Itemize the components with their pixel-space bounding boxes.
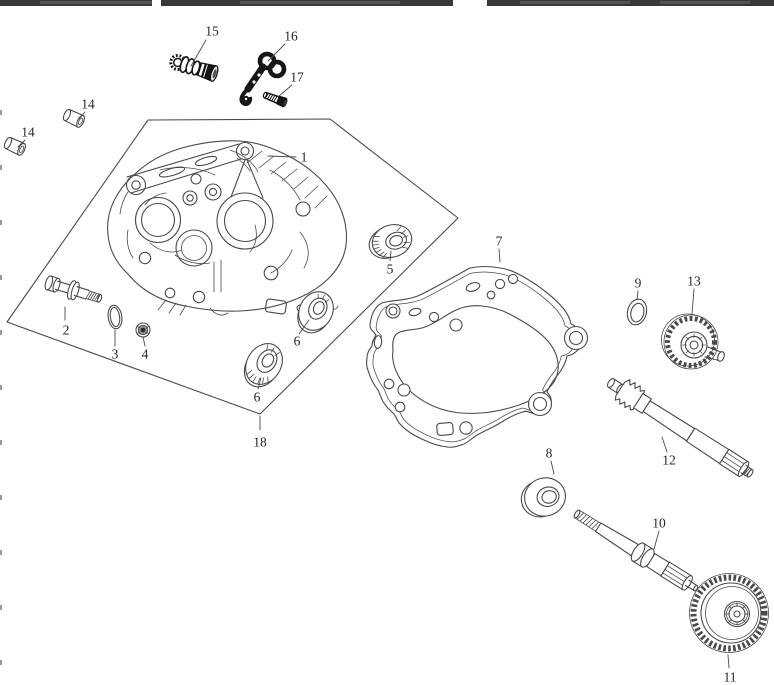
callout-label-16: 16 [284, 29, 298, 44]
callout-label-6-lower: 6 [254, 390, 261, 405]
page-edge-marks [0, 60, 2, 680]
callout-label-8: 8 [546, 446, 553, 461]
callout-label-6-upper: 6 [294, 334, 301, 349]
ball-bearing-upper-drawing [297, 291, 334, 334]
final-gear-drawing [689, 573, 769, 653]
output-shaft-drawing [573, 509, 699, 592]
callout-label-2: 2 [63, 323, 70, 338]
bushing-b-drawing [3, 136, 26, 156]
gasket-drawing [366, 265, 589, 448]
callout-label-14-a: 14 [81, 97, 95, 112]
group-outline-box [6, 118, 459, 415]
seal-ring-drawing [520, 477, 566, 518]
screw-drawing [262, 91, 288, 108]
counter-gear-drawing [661, 313, 725, 370]
callout-label-7: 7 [496, 234, 503, 249]
callout-label-13: 13 [687, 274, 701, 289]
washer-drawing [626, 298, 648, 326]
callout-label-15: 15 [205, 24, 219, 39]
callout-label-14-b: 14 [21, 125, 35, 140]
needle-bearing-drawing [368, 224, 413, 259]
drive-shaft-drawing [606, 378, 754, 478]
link-hook-drawing [239, 51, 287, 107]
bolt-drawing [44, 275, 103, 303]
callout-label-9: 9 [635, 276, 642, 291]
callout-labels: 1 2 3 4 5 6 6 7 8 9 10 11 12 13 14 14 15… [21, 24, 736, 685]
nut-drawing [135, 322, 151, 338]
callout-label-17: 17 [290, 70, 304, 85]
callout-label-1: 1 [301, 150, 308, 165]
geared-shaft-drawing [169, 53, 219, 82]
bushing-a-drawing [62, 108, 85, 128]
callout-label-4: 4 [142, 347, 149, 362]
callout-label-10: 10 [652, 516, 666, 531]
callout-label-11: 11 [724, 670, 737, 685]
ball-bearing-lower-drawing [243, 343, 283, 388]
callout-label-3: 3 [112, 347, 119, 362]
callout-label-12: 12 [662, 453, 676, 468]
cropped-browser-bar [0, 0, 774, 6]
callout-label-5: 5 [387, 262, 394, 277]
o-ring-drawing [107, 304, 123, 330]
topbar-gap [453, 0, 487, 6]
crankcase-cover-drawing [107, 140, 348, 316]
callout-leader-lines [17, 39, 730, 669]
topbar-gap [152, 0, 161, 6]
callout-label-18: 18 [253, 435, 267, 450]
